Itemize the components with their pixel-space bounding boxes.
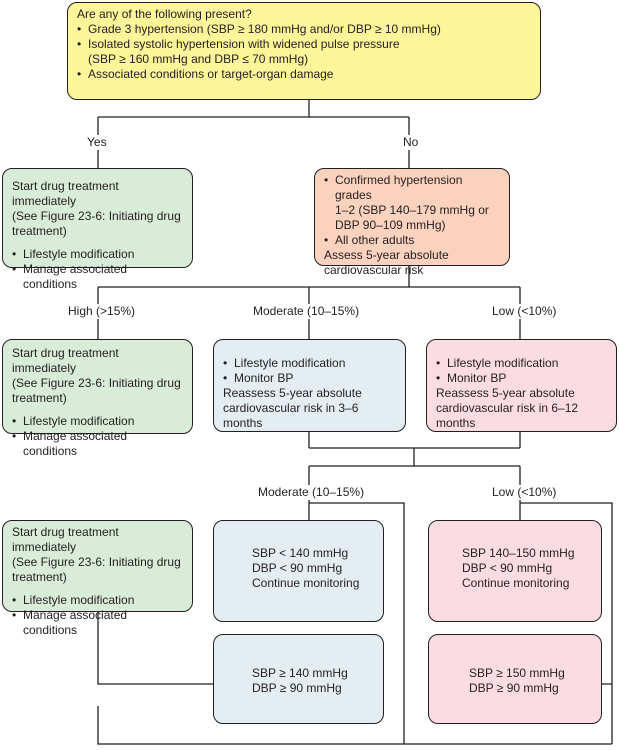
no-assess-line2: cardiovascular risk xyxy=(324,263,424,277)
risk-label-high: High (>15%) xyxy=(66,304,138,319)
high-bullet-manage: Manage associated conditions xyxy=(12,429,183,459)
connector-reassess-merge xyxy=(308,432,521,466)
mod-continue-dbp: DBP < 90 mmHg xyxy=(252,561,343,575)
no-assess-line1: Assess 5-year absolute xyxy=(324,248,449,262)
connector-top-split xyxy=(97,100,410,168)
criterion-target-organ: Associated conditions or target-organ da… xyxy=(77,67,531,82)
final-bullet-lifestyle: Lifestyle modification xyxy=(12,593,183,608)
branch-label-yes: Yes xyxy=(85,135,109,150)
branch-label-no: No xyxy=(401,135,421,150)
yes-line3: treatment) xyxy=(12,224,67,238)
mod-high-dbp: DBP ≥ 90 mmHg xyxy=(252,681,342,695)
criterion-isolated-systolic: Isolated systolic hypertension with wide… xyxy=(77,37,531,52)
final-line1: Start drug treatment immediately xyxy=(12,525,119,554)
yes-line1: Start drug treatment immediately xyxy=(12,179,119,208)
question-text: Are any of the following present? xyxy=(77,7,252,21)
low-reassess-line2: cardiovascular risk in 6–12 months xyxy=(436,401,579,430)
mod-high-sbp: SBP ≥ 140 mmHg xyxy=(252,666,348,680)
yes-treatment-box: Start drug treatment immediately (See Fi… xyxy=(2,168,193,291)
moderate-risk-box: Lifestyle modification Monitor BP Reasse… xyxy=(213,339,406,432)
low-continue-box: SBP 140–150 mmHg DBP < 90 mmHg Continue … xyxy=(428,520,602,622)
low-reassess-line1: Reassess 5-year absolute xyxy=(436,386,575,400)
final-treatment-box: Start drug treatment immediately (See Fi… xyxy=(2,520,193,637)
risk-label-low: Low (<10%) xyxy=(490,304,559,319)
low-risk-box: Lifestyle modification Monitor BP Reasse… xyxy=(426,339,617,432)
yes-bullet-manage: Manage associated conditions xyxy=(12,262,183,292)
criterion-grade3: Grade 3 hypertension (SBP ≥ 180 mmHg and… xyxy=(77,22,531,37)
top-question-box: Are any of the following present? Grade … xyxy=(67,2,541,100)
final-line3: treatment) xyxy=(12,570,67,584)
no-bullet-confirmed: Confirmed hypertension grades xyxy=(324,173,500,203)
yes-bullet-lifestyle: Lifestyle modification xyxy=(12,247,183,262)
moderate-bullet-lifestyle: Lifestyle modification xyxy=(223,356,396,371)
high-line1: Start drug treatment immediately xyxy=(12,346,119,375)
no-bullet-confirmed-line2: 1–2 (SBP 140–179 mmHg or xyxy=(335,203,489,217)
low-bullet-monitor: Monitor BP xyxy=(436,371,607,386)
connector-low-loop xyxy=(404,502,613,745)
second-label-low: Low (<10%) xyxy=(490,485,559,500)
high-bullet-lifestyle: Lifestyle modification xyxy=(12,414,183,429)
no-assess-box: Confirmed hypertension grades 1–2 (SBP 1… xyxy=(314,168,510,277)
moderate-bullet-monitor: Monitor BP xyxy=(223,371,396,386)
low-bullet-lifestyle: Lifestyle modification xyxy=(436,356,607,371)
low-continue-dbp: DBP < 90 mmHg xyxy=(462,561,553,575)
low-continue-sbp: SBP 140–150 mmHg xyxy=(462,546,575,560)
high-line2: (See Figure 23-6: Initiating drug xyxy=(12,376,181,390)
yes-line2: (See Figure 23-6: Initiating drug xyxy=(12,209,181,223)
no-bullet-confirmed-line3: DBP 90–109 mmHg) xyxy=(335,218,446,232)
high-line3: treatment) xyxy=(12,391,67,405)
no-bullet-other-adults: All other adults xyxy=(324,233,500,248)
final-bullet-manage: Manage associated conditions xyxy=(12,608,183,638)
moderate-reassess-line1: Reassess 5-year absolute xyxy=(223,386,362,400)
second-label-moderate: Moderate (10–15%) xyxy=(256,485,367,500)
low-elevated-box: SBP ≥ 150 mmHg DBP ≥ 90 mmHg xyxy=(428,634,602,724)
low-continue-action: Continue monitoring xyxy=(462,576,570,590)
mod-continue-sbp: SBP < 140 mmHg xyxy=(252,546,349,560)
low-high-sbp: SBP ≥ 150 mmHg xyxy=(469,666,565,680)
criterion-isolated-systolic-cont: (SBP ≥ 160 mmHg and DBP ≤ 70 mmHg) xyxy=(88,52,309,66)
moderate-reassess-line2: cardiovascular risk in 3–6 months xyxy=(223,401,359,430)
moderate-continue-box: SBP < 140 mmHg DBP < 90 mmHg Continue mo… xyxy=(213,520,384,622)
mod-continue-action: Continue monitoring xyxy=(252,576,360,590)
moderate-elevated-box: SBP ≥ 140 mmHg DBP ≥ 90 mmHg xyxy=(213,634,384,724)
low-high-dbp: DBP ≥ 90 mmHg xyxy=(469,681,559,695)
risk-label-moderate: Moderate (10–15%) xyxy=(251,304,362,319)
final-line2: (See Figure 23-6: Initiating drug xyxy=(12,555,181,569)
high-risk-treatment-box: Start drug treatment immediately (See Fi… xyxy=(2,339,193,458)
